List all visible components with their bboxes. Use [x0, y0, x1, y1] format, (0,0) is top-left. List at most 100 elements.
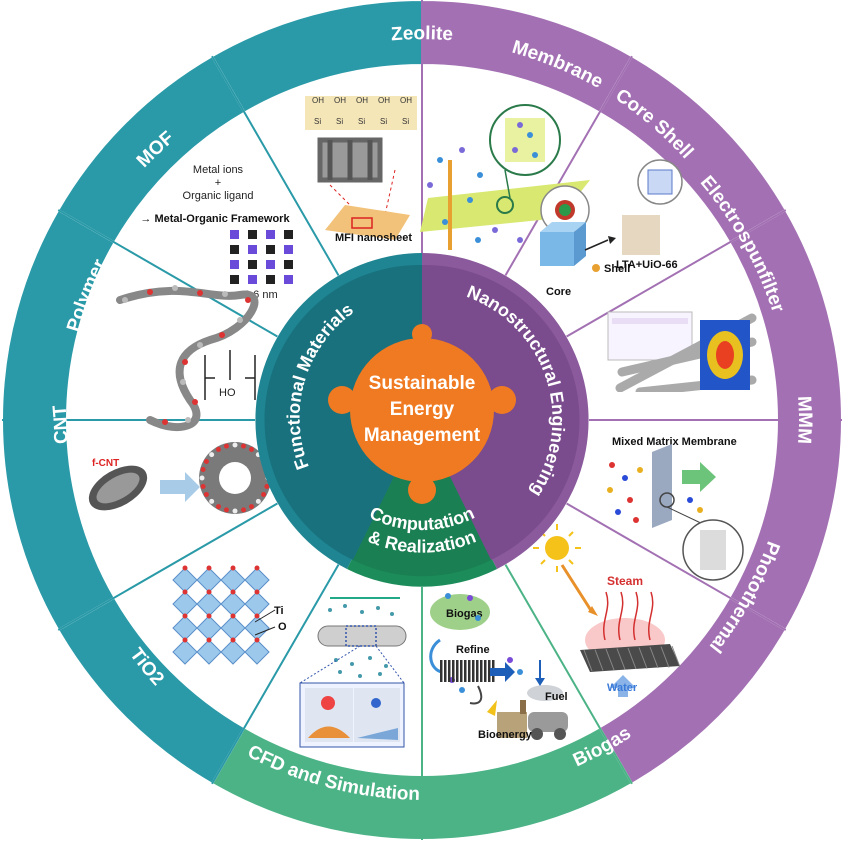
spoke — [504, 55, 633, 276]
membrane-molecule — [532, 152, 538, 158]
tio2-octahedron — [196, 639, 222, 665]
polymer-atom — [162, 419, 168, 425]
cfd-particle — [338, 670, 342, 674]
mof-node — [266, 230, 275, 239]
tio2-o-atom — [254, 637, 260, 643]
mof-framework-structure — [230, 230, 293, 284]
biogas-molecule — [517, 669, 523, 675]
cnt-atom — [223, 443, 229, 449]
membrane-molecules — [427, 122, 538, 243]
mesh-line — [616, 648, 626, 670]
mmm-molecule — [615, 509, 621, 515]
cfd-particle — [378, 672, 382, 676]
core-label: Core — [546, 286, 571, 298]
electrospun-illustration — [607, 311, 757, 406]
polymer-atom — [197, 290, 203, 296]
cnt-atom — [223, 507, 229, 513]
refine-bar — [480, 660, 483, 682]
tio2-o-atom — [230, 613, 236, 619]
tio2-o-atom — [182, 613, 188, 619]
cfd-particle — [384, 664, 388, 668]
mesh-line — [638, 647, 648, 669]
mof-line2: Organic ligand — [183, 190, 254, 202]
polymer-atom — [197, 342, 203, 348]
tio2-o-atom — [230, 637, 236, 643]
mesh-line — [649, 646, 659, 669]
si-label: Si — [380, 117, 387, 126]
cnt-atom — [200, 466, 206, 472]
cnt-atom — [241, 443, 247, 449]
zeolite-illustration: OH OH OH OH OH Si Si Si Si Si MFI nanosh… — [305, 96, 417, 244]
tio2-o-atom — [206, 613, 212, 619]
mesh-line — [594, 649, 604, 671]
center-line2: Energy — [390, 399, 455, 420]
cnt-atom — [203, 492, 209, 497]
cnt-atom — [232, 508, 238, 514]
tio2-o-atom — [206, 565, 212, 571]
mof-node — [266, 275, 275, 284]
cfd-particle — [368, 656, 372, 660]
refine-bar — [460, 660, 463, 682]
cfd-particle — [360, 610, 364, 614]
cnt-atom — [264, 484, 270, 490]
mof-node — [284, 275, 293, 284]
tio2-o-atom — [206, 637, 212, 643]
tio2-o-atom — [206, 589, 212, 595]
mmm-molecule — [627, 497, 633, 503]
shell-label: Shell — [604, 263, 630, 275]
mof-node — [230, 260, 239, 269]
center-line3: Management — [364, 425, 481, 446]
mmm-title: Mixed Matrix Membrane — [612, 436, 737, 448]
cnt-atom — [209, 452, 215, 458]
center-hub: Sustainable Energy Management — [328, 324, 516, 504]
mesh-line — [671, 645, 681, 668]
polymer-atoms — [122, 285, 251, 425]
polymer-atom — [245, 297, 251, 303]
polymer-atom — [147, 289, 153, 295]
membrane-molecule — [437, 157, 443, 163]
mesh-line — [583, 649, 593, 672]
tio2-o-atom — [230, 589, 236, 595]
center-line1: Sustainable — [369, 373, 476, 394]
tio2-o-atom — [254, 589, 260, 595]
oh-label: OH — [312, 96, 324, 105]
mmm-molecule — [622, 475, 628, 481]
refine-label: Refine — [456, 644, 490, 656]
mof-node — [284, 230, 293, 239]
cnt-atom — [199, 475, 205, 481]
mof-node — [248, 230, 257, 239]
mof-node — [248, 275, 257, 284]
segment-label-cnt: CNT — [49, 404, 72, 444]
mof-line1: Metal ions — [193, 164, 244, 176]
mmm-molecule — [633, 517, 639, 523]
spoke — [504, 564, 633, 785]
bioenergy-label: Bioenergy — [478, 729, 533, 741]
mmm-molecule — [607, 487, 613, 493]
tio2-octahedron — [220, 639, 246, 665]
mmm-illustration: Mixed Matrix Membrane — [607, 436, 744, 581]
refine-bar — [476, 660, 479, 682]
cfd-particles — [328, 604, 394, 678]
polymer-atom — [222, 291, 228, 297]
polymer-atom — [180, 379, 186, 385]
mof-node — [266, 260, 275, 269]
cnt-atom — [255, 498, 261, 504]
water-label: Water — [607, 682, 638, 694]
cnt-atom — [249, 446, 254, 452]
mof-node — [230, 275, 239, 284]
biogas-molecule — [445, 593, 451, 599]
si-label: Si — [402, 117, 409, 126]
membrane-molecule — [427, 182, 433, 188]
mof-node — [284, 260, 293, 269]
spoke — [57, 209, 278, 338]
biogas-molecule — [507, 657, 513, 663]
polymer-atom — [192, 399, 198, 405]
refine-bar — [484, 660, 487, 682]
segment-label-mmm: MMM — [793, 396, 815, 445]
refine-filter — [440, 660, 495, 682]
cfd-particle — [390, 612, 394, 616]
membrane-molecule — [467, 197, 473, 203]
mmm-molecule — [609, 462, 615, 468]
